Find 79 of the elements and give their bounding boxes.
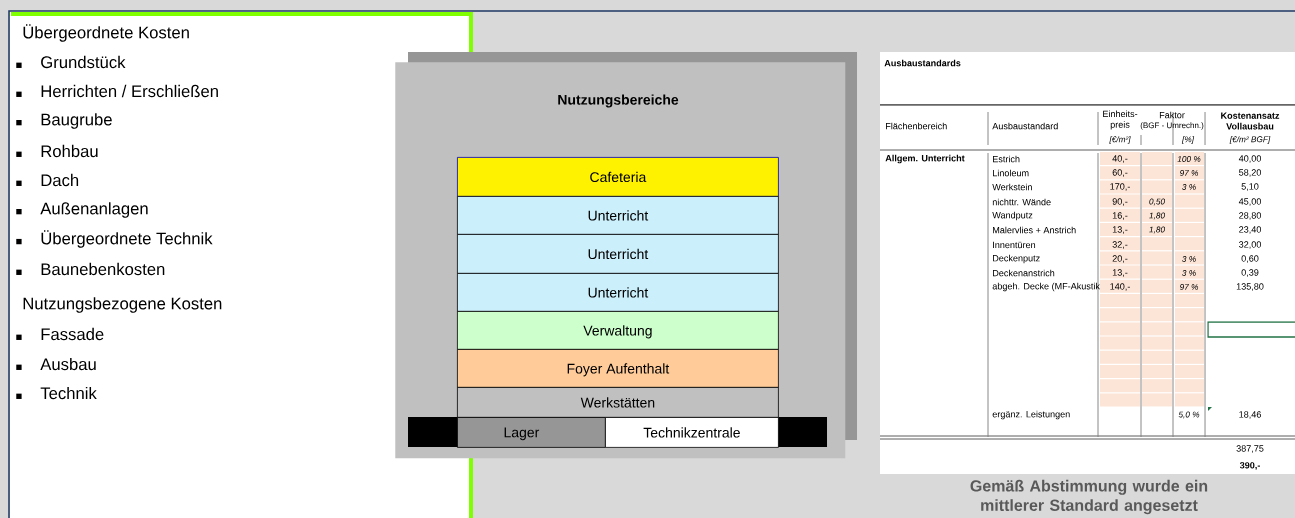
table-cell: 5,0 % — [1178, 411, 1200, 419]
bullet-item: Grundstück — [16, 55, 126, 69]
bullet-item: Baugrube — [16, 113, 112, 129]
bullet-item: Ausbau — [16, 357, 96, 371]
column-header: (BGF - Umrechn.) — [1140, 122, 1204, 130]
table-cell: 23,40 — [1239, 226, 1261, 234]
table-cell: 58,20 — [1239, 169, 1261, 177]
table-cell: 20,- — [1112, 255, 1128, 263]
table-cell: 0,50 — [1149, 198, 1165, 206]
table-cell: 32,- — [1112, 241, 1128, 249]
caption: Gemäß Abstimmung wurde ein mittlerer Standard angesetzt — [970, 479, 1208, 515]
bullet-item: Fassade — [16, 327, 104, 341]
floor-band: Foyer Aufenthalt — [457, 349, 779, 388]
table-cell: 3 % — [1182, 270, 1196, 276]
bullet-item: Übergeordnete Technik — [16, 230, 213, 248]
room-box: Technikzentrale — [605, 417, 779, 448]
table-cell: Malervlies + Anstrich — [993, 226, 1076, 234]
table-cell: 13,- — [1112, 269, 1128, 277]
table-cell: ergänz. Leistungen — [992, 410, 1070, 420]
table-cell: 90,- — [1112, 198, 1128, 206]
column-header: Kostenansatz Vollausbau — [1221, 112, 1280, 130]
table-cell: Deckenputz — [993, 254, 1040, 264]
table-cell: 28,80 — [1239, 212, 1261, 220]
bullet-item: Rohbau — [16, 144, 98, 158]
table-cell: 45,00 — [1238, 198, 1261, 206]
row-header: Allgem. Unterricht — [885, 154, 965, 164]
unit-label: [€/m²] — [1109, 136, 1131, 144]
table-cell: 170,- — [1110, 183, 1130, 191]
list-heading: Nutzungsbezogene Kosten — [23, 297, 222, 313]
table-cell: 140,- — [1110, 283, 1130, 291]
table-cell: 32,00 — [1239, 241, 1261, 249]
bullet-item: Baunebenkosten — [16, 262, 165, 276]
floor-band: Verwaltung — [457, 311, 779, 350]
table-cell: 0,60 — [1241, 255, 1259, 263]
table-cell: 97 % — [1179, 170, 1199, 176]
table-cell: 3 % — [1182, 184, 1196, 190]
panel-title: Nutzungsbereiche — [558, 94, 679, 108]
table-cell: 1,80 — [1149, 226, 1165, 234]
bullet-item: Technik — [16, 386, 97, 400]
table-cell: 3 % — [1182, 256, 1196, 262]
total-value: 387,75 — [1236, 445, 1264, 453]
table-cell: 1,80 — [1149, 212, 1165, 220]
bullet-item: Dach — [16, 173, 79, 187]
table-cell: 5,10 — [1241, 183, 1259, 191]
table-cell: Innentüren — [993, 241, 1036, 249]
unit-label: [€/m² BGF] — [1229, 136, 1271, 144]
column-header: Flächenbereich — [886, 122, 947, 130]
table-cell: Wandputz — [992, 211, 1033, 221]
floor-band: Unterricht — [457, 273, 779, 312]
list-heading: Übergeordnete Kosten — [23, 24, 189, 42]
bullet-item: Herrichten / Erschließen — [16, 84, 218, 98]
column-header: Ausbaustandard — [992, 122, 1058, 130]
unit-label: [%] — [1181, 136, 1195, 144]
table-cell: 100 % — [1177, 156, 1201, 162]
table-cell: 13,- — [1112, 226, 1128, 234]
table-cell: 18,46 — [1239, 411, 1261, 419]
table-cell: nichttr. Wände — [992, 198, 1051, 206]
table-title: Ausbaustandards — [884, 59, 961, 67]
table-cell: 97 % — [1179, 284, 1199, 290]
column-header: Einheits- preis — [1103, 110, 1138, 130]
table-cell: 60,- — [1112, 169, 1128, 177]
floor-band: Unterricht — [457, 234, 779, 274]
floor-band: Werkstätten — [457, 387, 779, 418]
table-cell: Estrich — [993, 155, 1020, 163]
total-value: 390,- — [1239, 462, 1260, 470]
table-cell: 135,80 — [1236, 283, 1264, 291]
bullet-item: Außenanlagen — [16, 202, 148, 218]
table-cell: 0,39 — [1241, 269, 1259, 277]
floor-band: Cafeteria — [457, 157, 779, 197]
floor-band: Unterricht — [457, 196, 779, 235]
table-cell: Werkstein — [992, 183, 1032, 191]
table-cell: Linoleum — [993, 169, 1029, 177]
table-cell: 16,- — [1112, 212, 1128, 220]
table-cell: Deckenanstrich — [993, 269, 1055, 277]
storage-room: Lager — [457, 417, 606, 448]
table-cell: 40,- — [1112, 155, 1128, 163]
table-cell: 40,00 — [1238, 155, 1261, 163]
column-header: Faktor — [1159, 111, 1185, 119]
table-cell: abgeh. Decke (MF-Akustik — [992, 282, 1100, 292]
